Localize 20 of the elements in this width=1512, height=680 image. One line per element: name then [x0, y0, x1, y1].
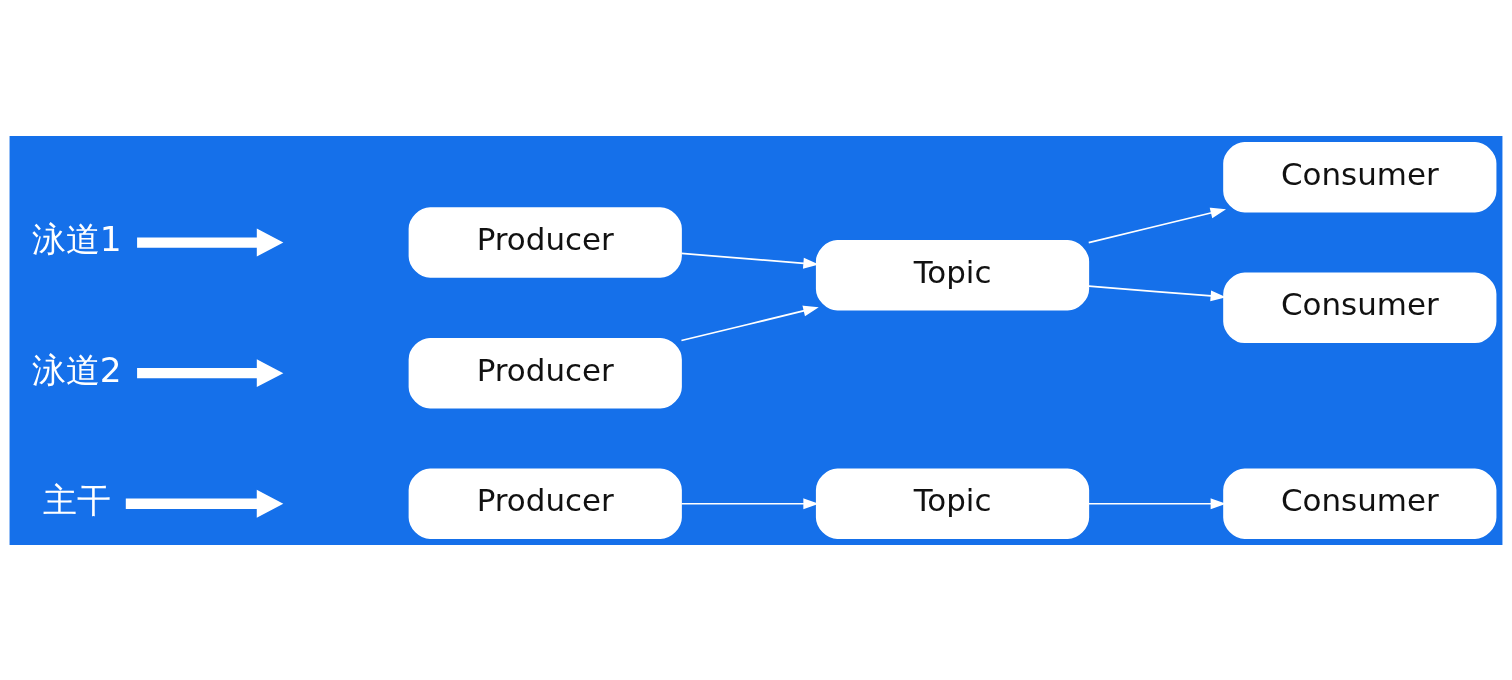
node-text: 主干 — [42, 479, 111, 520]
node-box: Producer — [408, 337, 682, 408]
arrow — [1087, 207, 1227, 243]
node-box: Consumer — [1223, 141, 1497, 212]
node-box: Topic — [815, 468, 1090, 539]
node-text: 泳道2 — [31, 349, 122, 390]
arrow — [1087, 284, 1227, 301]
arrow — [137, 358, 284, 387]
node-box: Producer — [408, 206, 682, 278]
arrow — [680, 252, 819, 269]
node-text: 泳道1 — [31, 218, 122, 259]
arrow — [680, 497, 819, 509]
node-box: Consumer — [1223, 468, 1497, 539]
arrow — [125, 489, 284, 518]
arrow — [680, 305, 819, 341]
node-box: Producer — [408, 468, 682, 539]
arrow — [1087, 497, 1227, 509]
node-box: Topic — [815, 239, 1090, 310]
node-box: Consumer — [1223, 272, 1497, 343]
arrow — [137, 228, 284, 256]
